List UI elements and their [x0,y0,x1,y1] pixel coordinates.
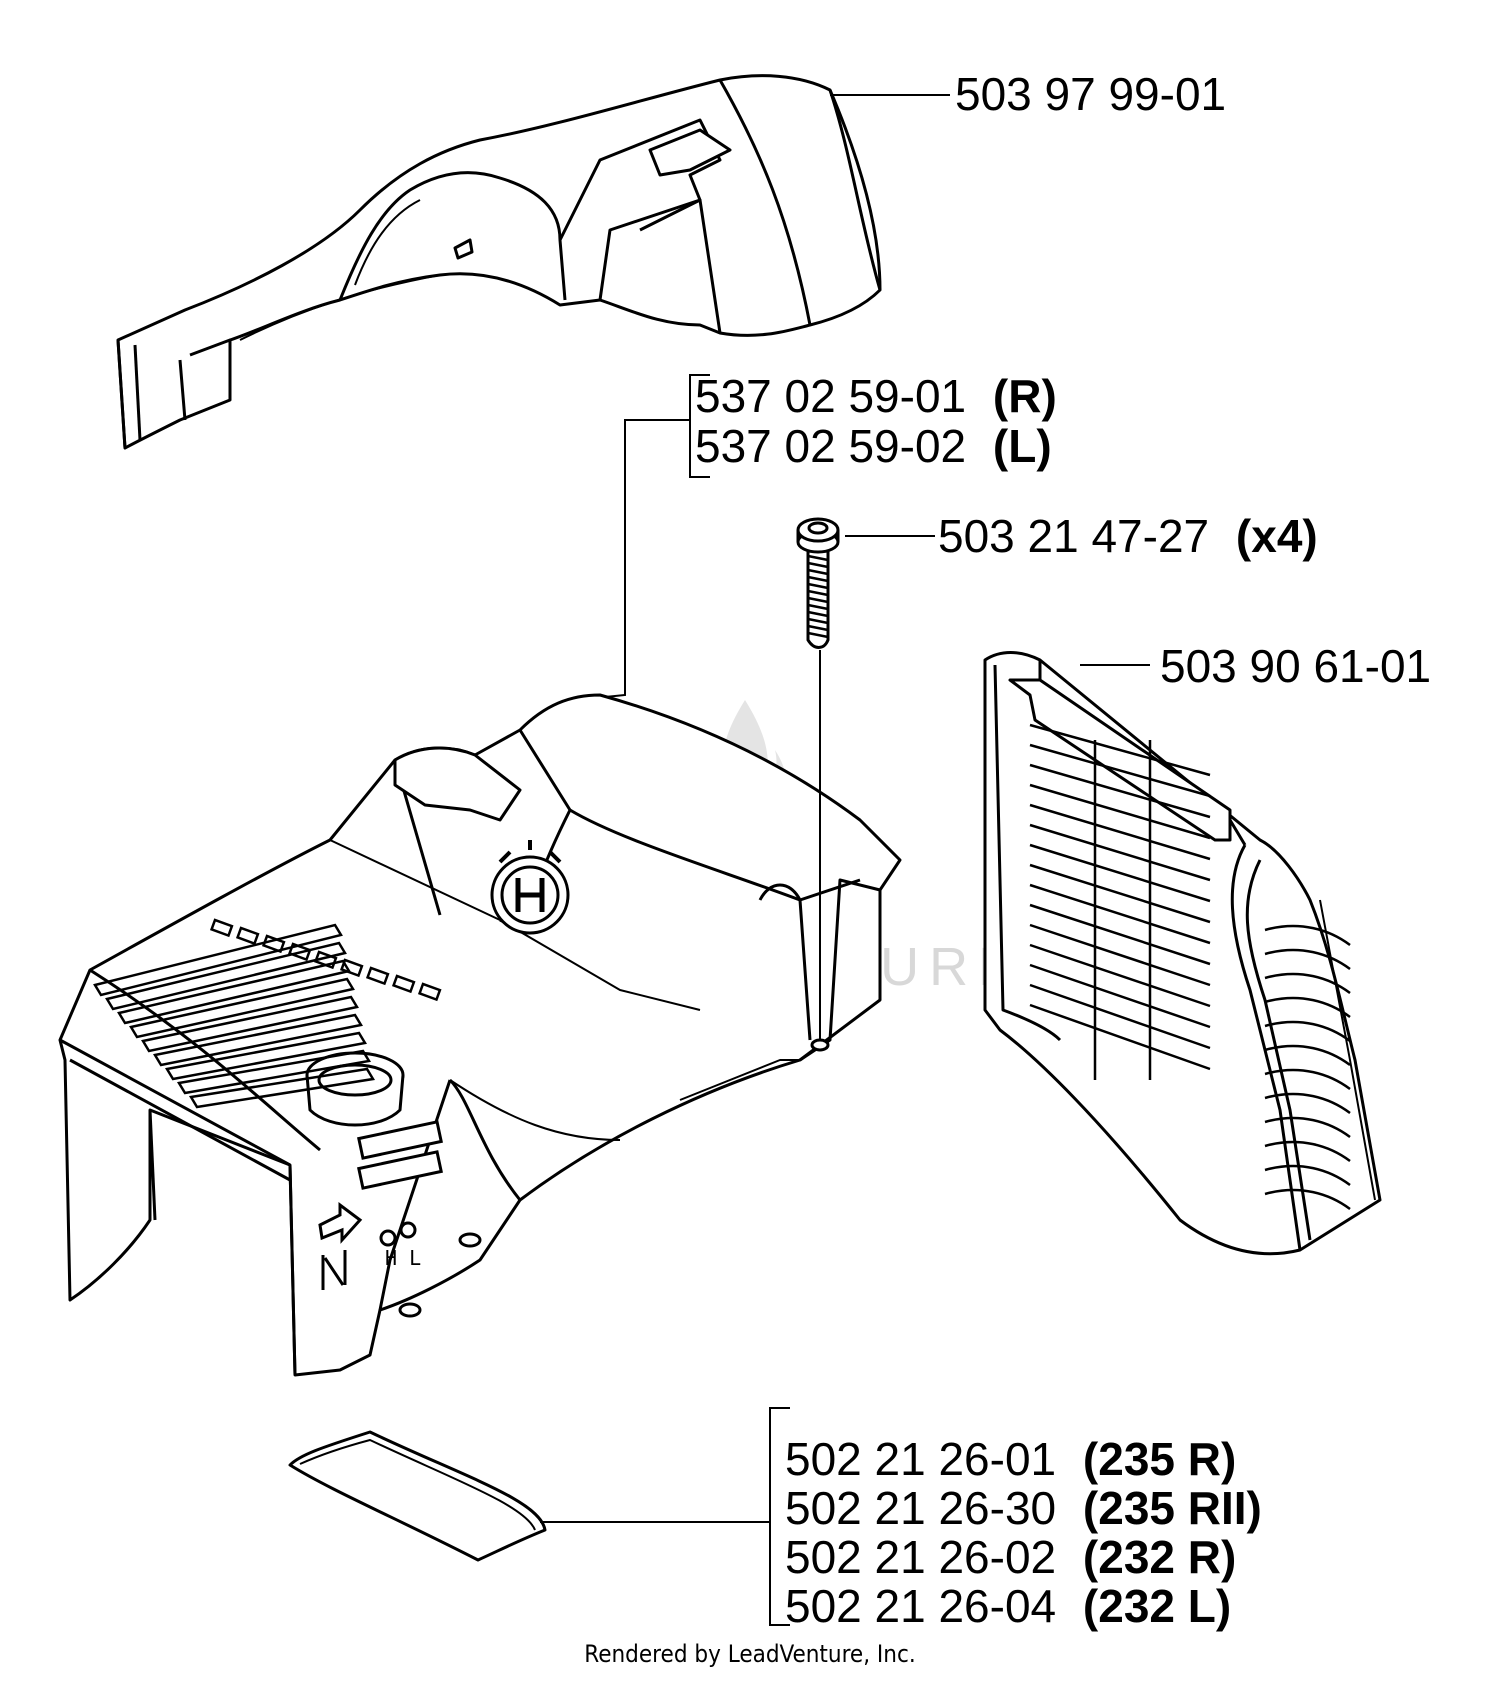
screw-thread [807,624,829,632]
grille-louver [1264,1092,1351,1115]
vent-slot [339,958,364,978]
screw-thread [807,568,829,576]
grille-slat [1029,763,1211,819]
vent-slot [391,974,416,994]
brand-logo-icon [490,840,570,935]
footer-credit: Rendered by LeadVenture, Inc. [584,1640,916,1668]
vent-slot [365,966,390,986]
vent-slot [176,1049,372,1095]
grille-louver [1264,1164,1351,1187]
arrow-icon [318,1202,363,1244]
vent-slot [235,926,260,946]
grille-louver [1264,1068,1351,1091]
callout-decal-235rii: 502 21 26-30 (235 RII) [785,1482,1262,1534]
screw-thread [807,596,829,604]
decal-part[interactable] [288,1430,547,1562]
air-grille-part[interactable] [983,651,1382,1256]
part-number: 537 02 59-02 [695,420,966,472]
grille-slat [1029,863,1211,924]
screw-thread [807,582,829,590]
callout-cylinder-cover-l: 537 02 59-02 (L) [695,420,1052,472]
vent-slot [129,977,355,1039]
variant: (L) [993,420,1052,472]
screw-thread [807,575,829,583]
grille-slat [1029,783,1211,840]
screw-thread [807,617,829,625]
part-number: 503 21 47-27 [938,510,1209,562]
callout-top-cover: 503 97 99-01 [955,68,1226,120]
vent-slot [313,950,338,970]
callout-cylinder-cover-r: 537 02 59-01 (R) [695,370,1057,422]
grille-slat [1029,1003,1211,1071]
grille-slat [1029,983,1211,1050]
grille-slat [1029,823,1211,882]
air-grille-slats [1029,723,1351,1211]
part-number: 502 21 26-04 [785,1580,1056,1632]
grille-louver [1264,972,1351,995]
part-number: 503 90 61-01 [1160,640,1431,692]
vent-slot [287,942,312,962]
callout-decal-232l: 502 21 26-04 (232 L) [785,1580,1231,1632]
vent-slot [153,1013,363,1067]
screw-thread [807,610,829,618]
grille-louver [1264,1020,1351,1043]
part-number: 502 21 26-01 [785,1433,1056,1485]
callout-screw: 503 21 47-27 (x4) [938,510,1318,562]
grille-louver [1264,1140,1351,1163]
part-number: 502 21 26-02 [785,1531,1056,1583]
variant: (235 RII) [1083,1482,1262,1534]
grille-louver [1264,1044,1351,1067]
quantity: (x4) [1236,510,1318,562]
part-number: 503 97 99-01 [955,68,1226,120]
vent-slot [188,1067,376,1109]
grille-slat [1029,903,1211,966]
variant: (235 R) [1083,1433,1236,1485]
grille-slat [1029,743,1211,798]
callout-air-grille: 503 90 61-01 [1160,640,1431,692]
top-cover-part[interactable] [116,74,882,450]
screw-thread [807,554,829,562]
screw-part[interactable] [796,517,840,649]
choke-icon [321,1250,347,1290]
part-number: 502 21 26-30 [785,1482,1056,1534]
screw-thread [807,603,829,611]
grille-slat [1029,883,1211,945]
vent-slot [165,1031,367,1081]
carburetor-markings: H L [318,1120,443,1290]
cylinder-cover-part[interactable] [58,693,902,1377]
cylinder-cover-vents [93,918,442,1109]
grille-louver [1264,996,1351,1019]
variant: (232 R) [1083,1531,1236,1583]
grille-louver [1264,1188,1351,1211]
vent-slot [209,918,234,938]
grille-louver [1264,924,1351,947]
grille-slat [1029,843,1211,903]
part-number: 537 02 59-01 [695,370,966,422]
grille-louver [1264,948,1351,971]
callout-decal-232r: 502 21 26-02 (232 R) [785,1531,1236,1583]
grille-slat [1029,803,1211,861]
callout-decal-235r: 502 21 26-01 (235 R) [785,1433,1236,1485]
variant: (232 L) [1083,1580,1231,1632]
svg-text:H L: H L [385,1246,421,1270]
variant: (R) [993,370,1057,422]
screw-thread [807,561,829,569]
vent-slot [261,934,286,954]
screw-thread [807,631,829,639]
grille-slat [1029,723,1211,777]
vent-slot [417,982,442,1002]
vent-slot [141,995,359,1053]
grille-louver [1264,1116,1351,1139]
grille-slat [1029,923,1211,987]
vent-slot [105,941,347,1011]
screw-thread [807,589,829,597]
grille-slat [1029,963,1211,1029]
grille-slat [1029,943,1211,1008]
